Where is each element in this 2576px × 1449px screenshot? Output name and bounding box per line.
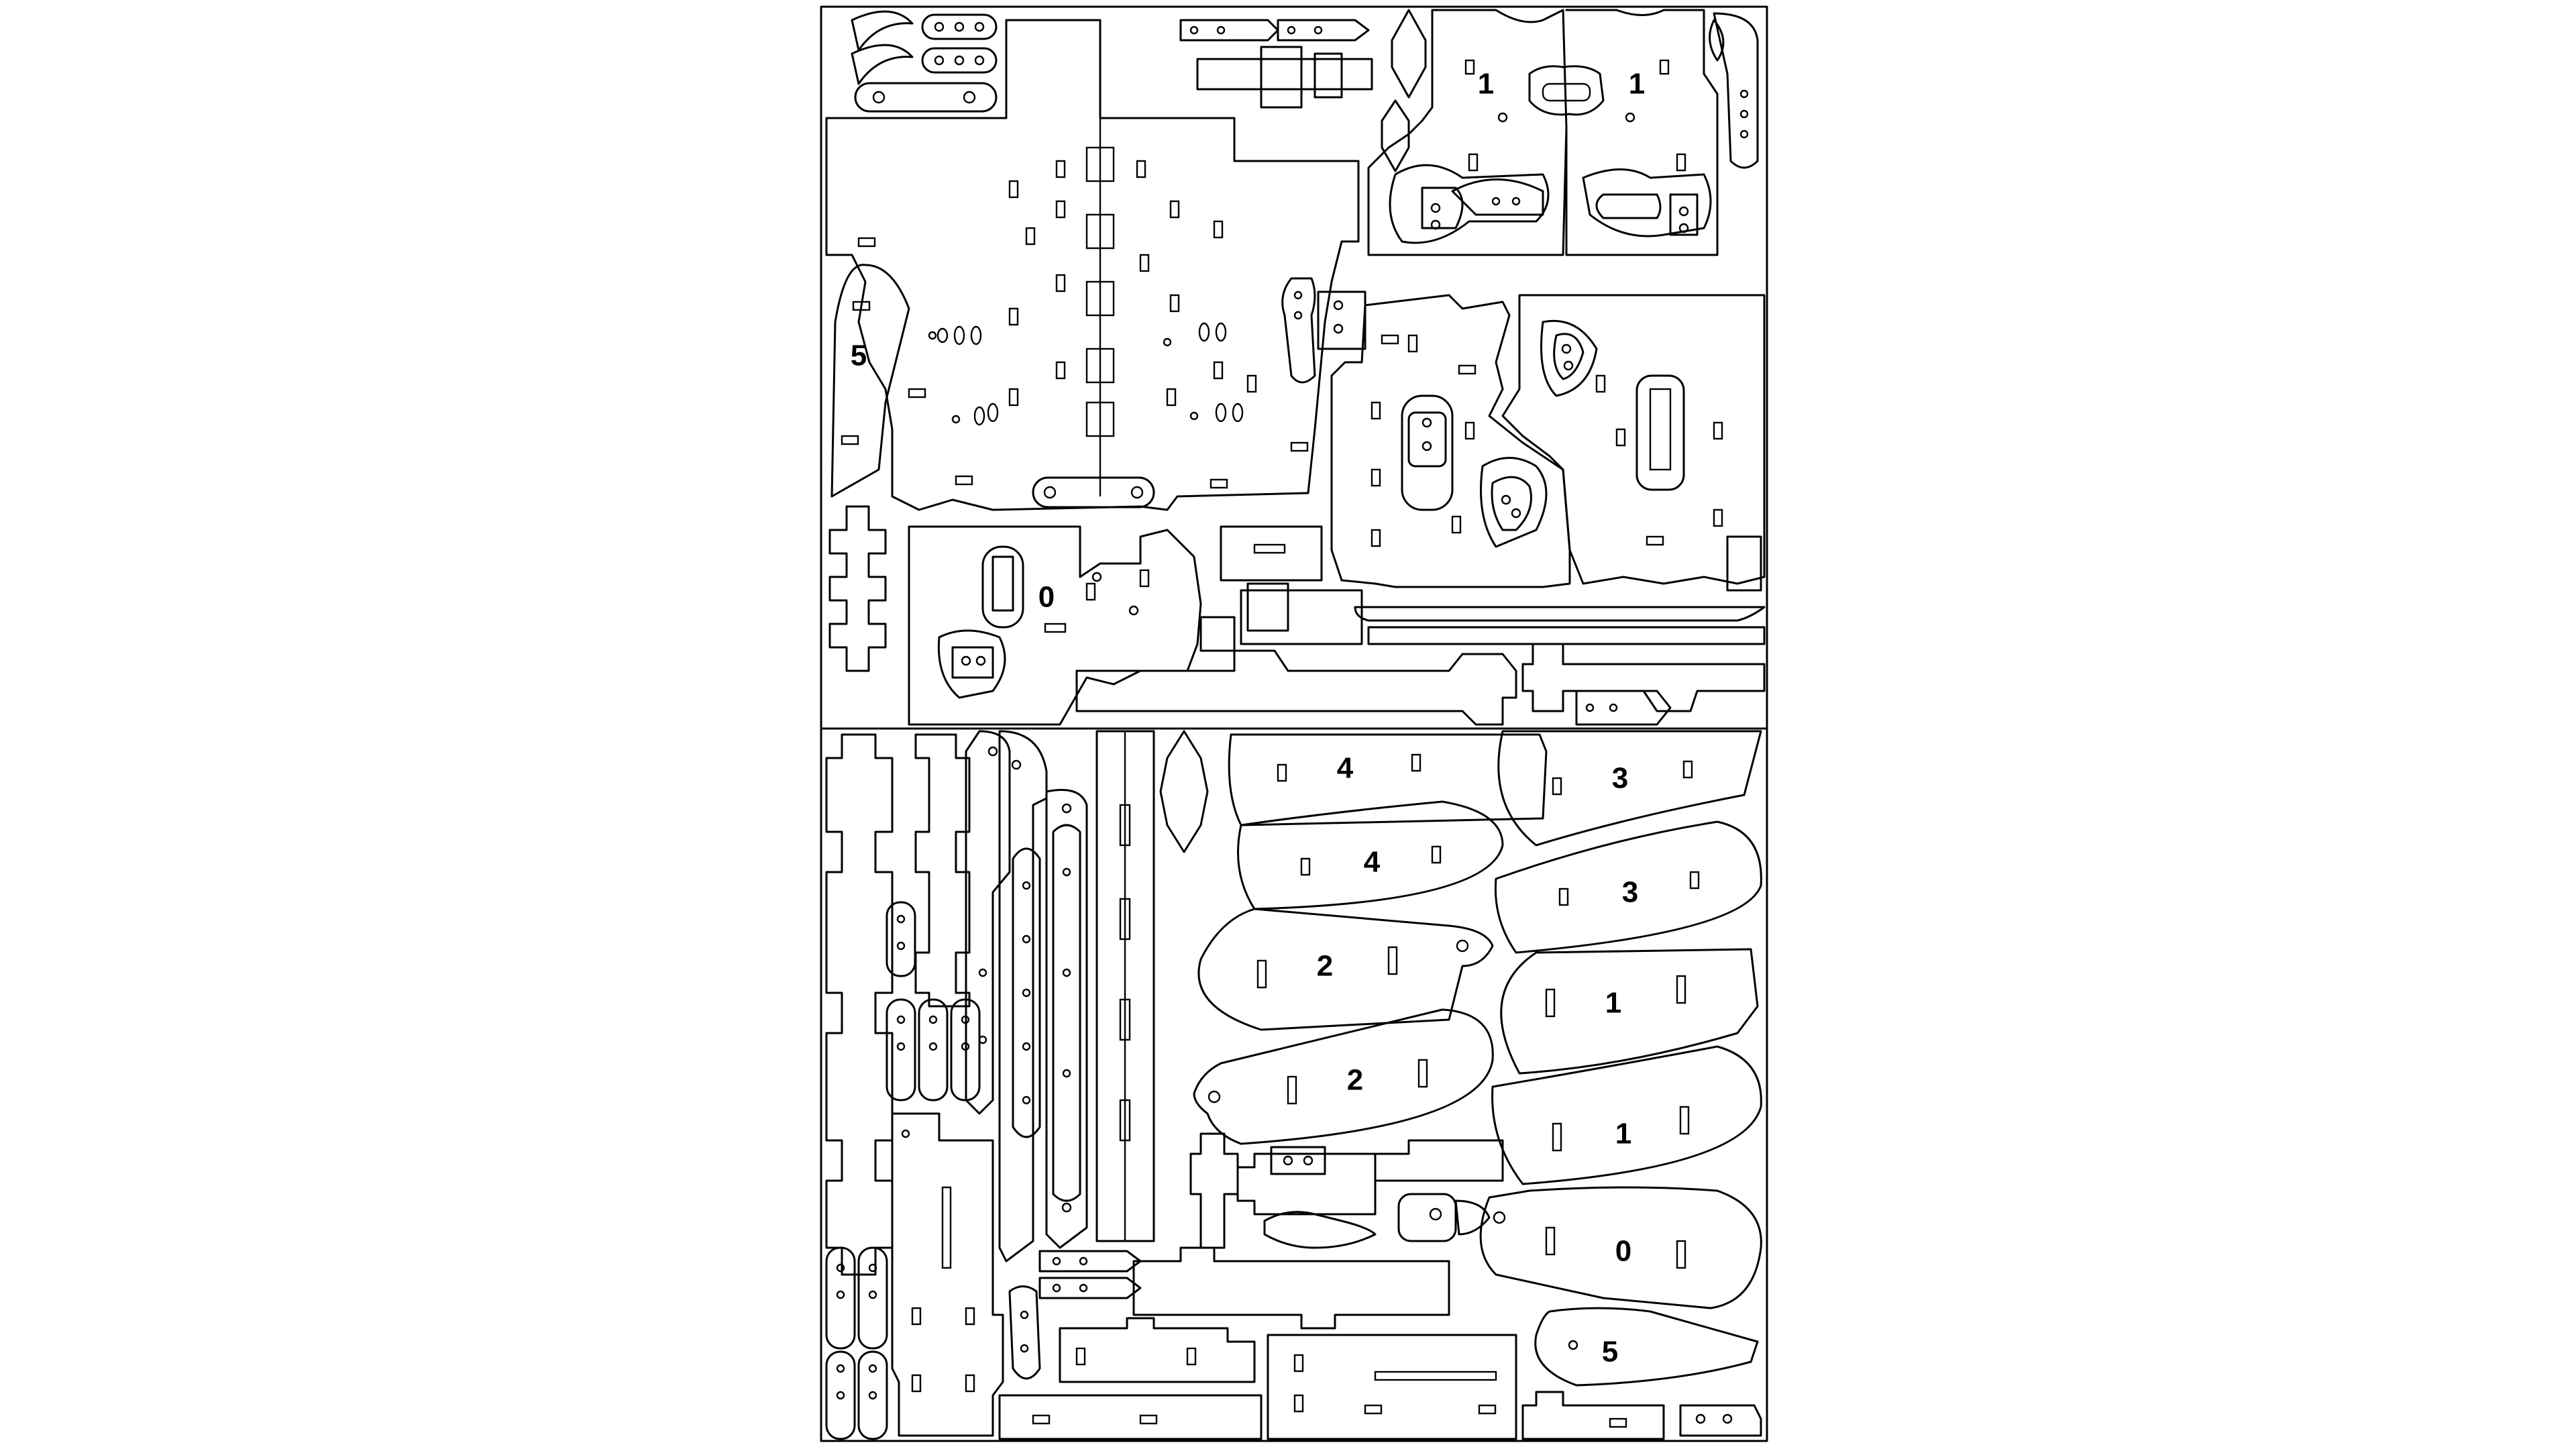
body-plate-right — [1501, 294, 1766, 592]
paddle-label-3a: 3 — [1612, 762, 1628, 795]
long-strips-left — [965, 730, 1088, 1263]
bottom-half-parts: 4 4 3 3 2 2 — [825, 730, 1762, 1440]
diamond-spine-b — [1381, 99, 1410, 172]
right-skinny-link — [1713, 12, 1759, 169]
tall-center-column — [1095, 730, 1209, 1242]
wing-label-left: 1 — [1478, 68, 1494, 101]
paddle-label-0: 0 — [1615, 1235, 1631, 1268]
paddle-4-b: 4 — [1237, 800, 1504, 910]
left-spine-bottom-b — [914, 733, 971, 1008]
top-center-brackets — [1179, 19, 1373, 109]
mid-left-label: 0 — [1038, 581, 1055, 614]
left-spine-top — [828, 505, 887, 672]
diamond-spine-a — [1391, 9, 1427, 99]
top-right-wing-assembly: 1 1 — [1367, 9, 1719, 256]
paddle-2-b: 2 — [1193, 1008, 1494, 1145]
paddle-1-b: 1 — [1491, 1045, 1762, 1185]
paddle-label-1a: 1 — [1605, 987, 1621, 1020]
paddle-0: 0 — [1479, 1186, 1762, 1309]
base-plate-double — [825, 19, 1360, 511]
left-tab-5: 5 — [830, 264, 910, 498]
bottom-connector-plates — [998, 1246, 1762, 1440]
paddle-3-a: 3 — [1497, 730, 1762, 847]
mid-left-plate-0: 0 — [908, 525, 1202, 726]
wing-label-right: 1 — [1629, 68, 1645, 101]
paddle-label-4a: 4 — [1337, 752, 1354, 785]
small-mechanical-pieces — [1189, 1132, 1504, 1249]
paddle-label-2a: 2 — [1317, 950, 1333, 983]
paddle-label-1b: 1 — [1615, 1118, 1631, 1150]
paddle-label-4b: 4 — [1364, 846, 1381, 879]
small-links-left-bottom — [825, 901, 981, 1440]
paddle-1-a: 1 — [1500, 948, 1759, 1075]
paddle-label-5: 5 — [1602, 1336, 1618, 1368]
small-links-top-left — [851, 10, 998, 113]
left-tab-label: 5 — [851, 339, 867, 372]
center-connectors — [1075, 525, 1766, 726]
bottom-left-plate — [891, 1112, 1041, 1437]
sheet-border — [820, 5, 1768, 1442]
paddle-5: 5 — [1534, 1307, 1759, 1387]
paddle-4-a: 4 — [1228, 733, 1548, 826]
paddle-label-2b: 2 — [1347, 1064, 1363, 1097]
left-spine-bottom-a — [825, 733, 894, 1276]
paddle-2-a: 2 — [1197, 908, 1494, 1031]
top-half-parts: 1 1 5 — [825, 9, 1766, 726]
body-plate-center-right — [1330, 294, 1571, 588]
paddle-3-b: 3 — [1494, 820, 1762, 954]
paddle-label-3b: 3 — [1622, 876, 1638, 909]
